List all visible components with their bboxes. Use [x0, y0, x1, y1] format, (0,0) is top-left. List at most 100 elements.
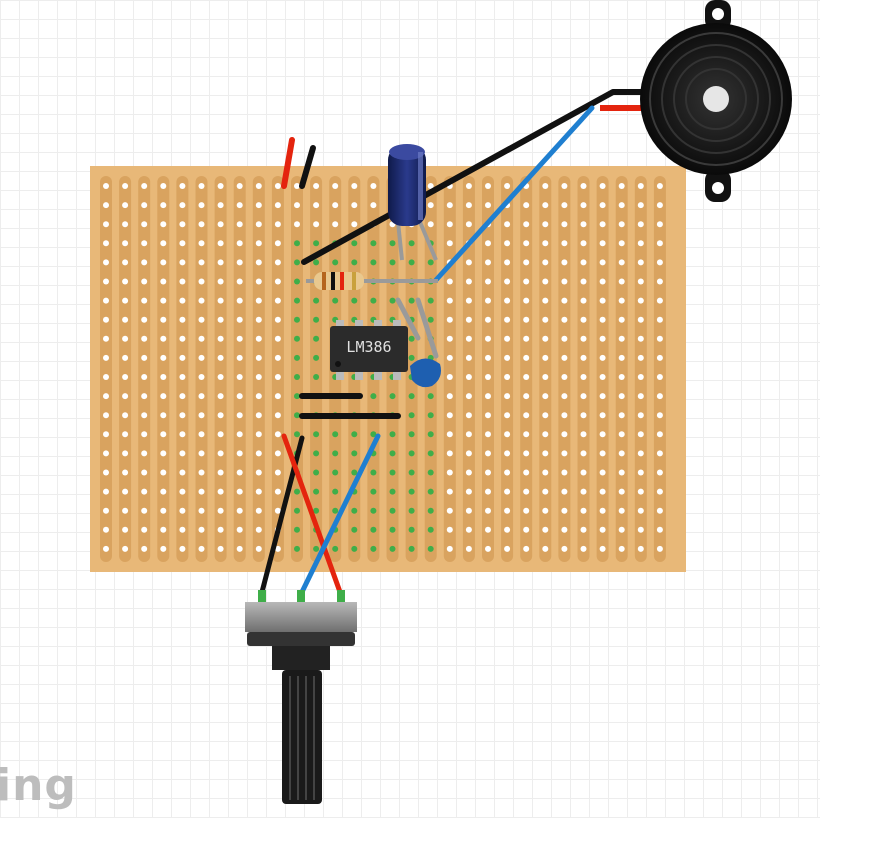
copper-strip: [501, 176, 514, 562]
board-hole: [580, 507, 587, 514]
board-hole: [446, 297, 453, 304]
board-hole: [274, 488, 281, 495]
resistor[interactable]: [306, 272, 438, 290]
board-hole: [274, 297, 281, 304]
board-hole: [599, 526, 606, 533]
board-hole: [103, 488, 109, 495]
board-hole: [103, 507, 109, 514]
board-hole: [332, 297, 339, 304]
board-hole: [618, 240, 625, 247]
board-hole: [236, 354, 243, 361]
copper-strip: [310, 176, 323, 562]
board-hole: [485, 297, 491, 304]
board-hole: [618, 450, 625, 457]
board-hole: [446, 374, 453, 380]
board-hole: [351, 183, 358, 189]
board-hole: [198, 488, 205, 495]
board-hole: [618, 316, 625, 323]
copper-strip: [577, 176, 590, 562]
board-hole: [179, 450, 186, 457]
board-hole: [122, 393, 129, 400]
board-hole: [637, 412, 644, 419]
board-hole: [122, 450, 129, 457]
power-lead-red[interactable]: [281, 137, 295, 189]
board-hole: [561, 450, 568, 457]
board-hole: [274, 431, 281, 438]
board-hole: [198, 240, 205, 247]
potentiometer[interactable]: [245, 590, 357, 804]
board-hole: [542, 450, 549, 457]
board-hole: [103, 278, 109, 285]
piezo-buzzer[interactable]: [640, 0, 792, 202]
wire-red-pot[interactable]: [281, 433, 343, 595]
electrolytic-capacitor[interactable]: [388, 144, 438, 261]
board-hole: [656, 316, 663, 323]
board-hole: [236, 278, 243, 285]
board-hole: [580, 393, 587, 400]
board-hole: [580, 202, 587, 209]
board-hole: [656, 240, 663, 247]
board-hole: [313, 469, 320, 476]
board-hole: [542, 412, 549, 419]
power-lead-black[interactable]: [299, 145, 316, 189]
board-hole: [485, 431, 491, 438]
board-hole: [637, 259, 644, 266]
board-hole: [542, 354, 549, 361]
board-hole: [656, 278, 663, 285]
board-hole: [542, 374, 549, 380]
board-hole: [313, 507, 320, 514]
board-hole: [580, 431, 587, 438]
board-hole: [408, 297, 415, 304]
board-hole: [618, 393, 625, 400]
board-hole: [389, 431, 396, 438]
wire-blue-pot[interactable]: [299, 433, 381, 595]
board-hole: [561, 335, 568, 342]
board-hole: [542, 469, 549, 476]
board-hole: [523, 374, 530, 380]
board-hole: [561, 507, 568, 514]
board-hole: [561, 354, 568, 361]
board-hole: [408, 412, 415, 419]
board-hole: [485, 202, 491, 209]
board-hole: [217, 431, 224, 438]
board-hole: [217, 278, 224, 285]
board-hole: [198, 221, 205, 228]
board-hole: [179, 507, 186, 514]
board-hole: [637, 240, 644, 247]
board-hole: [446, 316, 453, 323]
board-hole: [351, 450, 358, 457]
board-hole: [542, 393, 549, 400]
board-hole: [504, 335, 511, 342]
board-hole: [179, 297, 186, 304]
board-hole: [274, 183, 281, 189]
wire-blue-buzzer[interactable]: [433, 105, 595, 283]
board-hole: [370, 507, 377, 514]
board-hole: [332, 202, 339, 209]
board-hole: [255, 240, 262, 247]
board-hole: [599, 412, 606, 419]
board-hole: [141, 450, 148, 457]
board-hole: [485, 526, 491, 533]
jumper-gray-2[interactable]: [415, 297, 439, 359]
ceramic-capacitor[interactable]: [410, 358, 441, 388]
board-hole: [255, 354, 262, 361]
board-hole: [294, 221, 300, 228]
board-hole: [637, 450, 644, 457]
board-hole: [141, 202, 148, 209]
board-hole: [446, 507, 453, 514]
board-hole: [255, 507, 262, 514]
board-hole: [313, 259, 320, 266]
copper-strip: [539, 176, 552, 562]
board-hole: [446, 450, 453, 457]
board-hole: [122, 259, 129, 266]
board-hole: [122, 240, 129, 247]
board-hole: [542, 335, 549, 342]
board-hole: [370, 240, 377, 247]
lm386-ic[interactable]: LM386: [330, 320, 408, 380]
board-hole: [141, 431, 148, 438]
board-hole: [561, 374, 568, 380]
jumper-gray-1[interactable]: [395, 297, 421, 341]
board-hole: [618, 526, 625, 533]
wire-black-buzzer[interactable]: [301, 89, 616, 265]
